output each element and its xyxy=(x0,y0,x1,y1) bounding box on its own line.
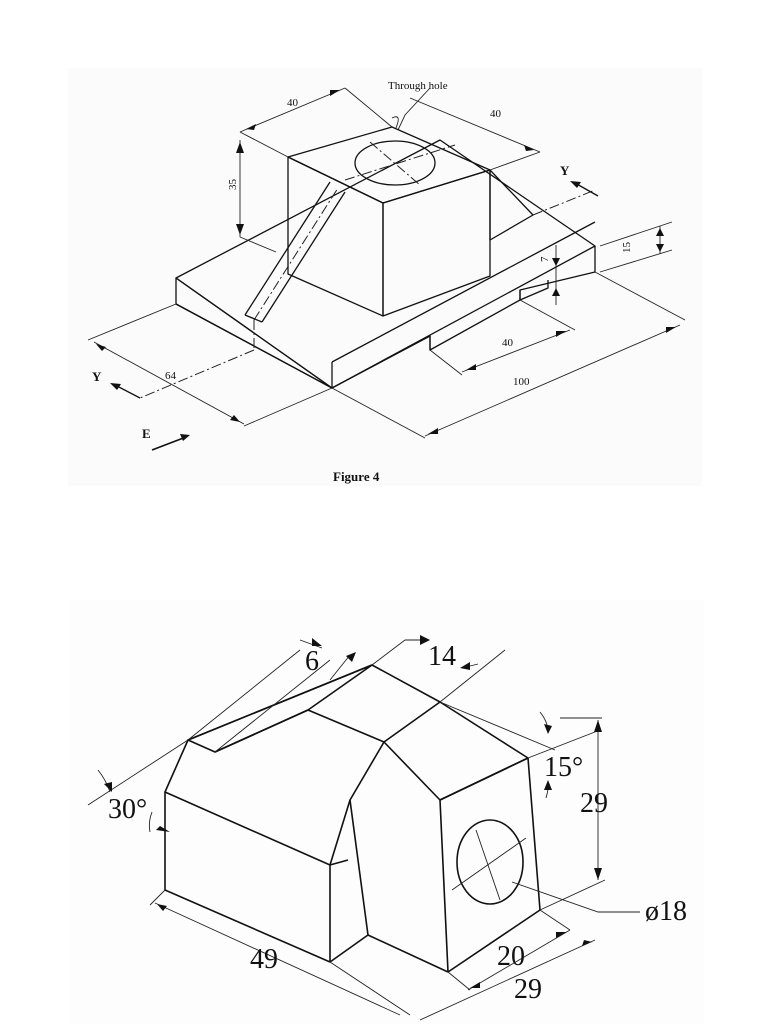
rib xyxy=(489,169,534,241)
dim-dia-18: ø18 xyxy=(645,896,687,927)
dim-100: 100 xyxy=(513,376,530,388)
block-top-face xyxy=(287,126,491,204)
dim-15: 15 xyxy=(621,242,633,254)
figure-caption: Figure 4 xyxy=(333,469,380,484)
lower-figure-drawing: 6 14 15° 30° 29 ø18 49 20 29 xyxy=(87,635,687,1021)
figure-4-labels: Through hole 40 40 35 15 7 40 100 64 Y Y… xyxy=(92,80,633,484)
dim-29-vertical: 29 xyxy=(580,788,608,819)
y-left-label: Y xyxy=(92,369,102,384)
figure-4-dimensions xyxy=(87,87,686,451)
base-top-face xyxy=(175,139,596,389)
hole-18 xyxy=(456,819,524,905)
inclined-web xyxy=(244,181,346,350)
block-left-face xyxy=(287,156,384,317)
base-slot xyxy=(519,280,549,301)
dim-15-deg: 15° xyxy=(544,752,583,783)
dim-40-slot: 40 xyxy=(502,337,514,349)
through-hole-label: Through hole xyxy=(388,80,448,92)
lower-labels: 6 14 15° 30° 29 ø18 49 20 29 xyxy=(108,641,687,1005)
dim-7: 7 xyxy=(539,256,551,262)
dim-64: 64 xyxy=(165,370,177,382)
groove-face xyxy=(187,664,373,753)
figure-4-drawing: Through hole 40 40 35 15 7 40 100 64 Y Y… xyxy=(87,80,686,484)
lower-dimensions xyxy=(87,635,640,1021)
dim-40-left: 40 xyxy=(287,97,299,109)
dim-30-deg: 30° xyxy=(108,794,147,825)
dim-6: 6 xyxy=(305,646,319,677)
block-right-face xyxy=(382,169,491,317)
through-hole xyxy=(354,140,436,186)
y-right-label: Y xyxy=(560,163,570,178)
dim-14: 14 xyxy=(428,641,456,672)
base-plate xyxy=(175,139,596,389)
base-front-face-edge xyxy=(175,246,596,389)
dim-35: 35 xyxy=(227,179,239,191)
lower-body xyxy=(164,664,541,973)
dim-40-right: 40 xyxy=(490,108,502,120)
e-label: E xyxy=(142,426,151,441)
dim-49: 49 xyxy=(250,944,278,975)
upright-block xyxy=(287,126,534,317)
dim-20: 20 xyxy=(497,941,525,972)
dim-29-depth: 29 xyxy=(514,974,542,1005)
